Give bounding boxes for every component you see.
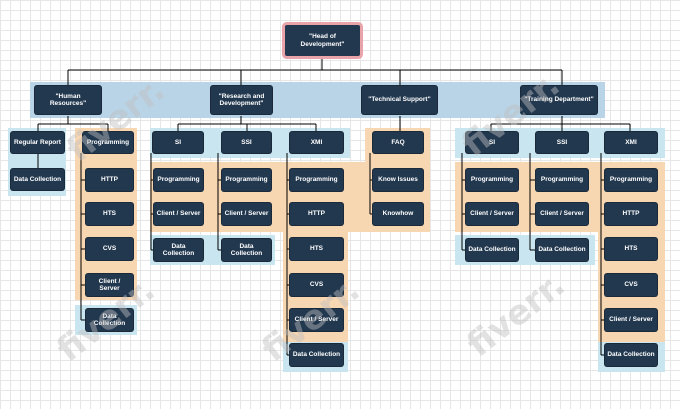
train-ssi-client-server-node[interactable]: Client / Server: [536, 203, 588, 225]
train-xmi-programming-node[interactable]: Programming: [605, 169, 657, 191]
rnd-si-node[interactable]: SI: [153, 132, 203, 153]
tech-knowhow-node[interactable]: Knowhow: [373, 203, 423, 225]
train-si-data-collection-node[interactable]: Data Collection: [466, 239, 518, 261]
rnd-si-programming-node[interactable]: Programming: [154, 169, 203, 191]
hr-cvs-node[interactable]: CVS: [86, 238, 133, 260]
tech-faq-node[interactable]: FAQ: [373, 132, 423, 153]
rnd-xmi-client-server-node[interactable]: Client / Server: [290, 309, 343, 331]
train-ssi-node[interactable]: SSI: [536, 132, 588, 153]
train-ssi-data-collection-node[interactable]: Data Collection: [536, 239, 588, 261]
hr-data-collection-left-node[interactable]: Data Collection: [11, 169, 64, 190]
rnd-ssi-node[interactable]: SSI: [222, 132, 271, 153]
train-xmi-hts-node[interactable]: HTS: [605, 238, 657, 260]
train-si-client-server-node[interactable]: Client / Server: [466, 203, 518, 225]
hr-hts-node[interactable]: HTS: [86, 203, 133, 225]
rnd-si-data-collection-node[interactable]: Data Collection: [154, 239, 203, 261]
rnd-xmi-http-node[interactable]: HTTP: [290, 203, 343, 225]
hr-regular-report-node[interactable]: Regular Report: [11, 132, 64, 153]
train-xmi-client-server-node[interactable]: Client / Server: [605, 309, 657, 331]
rnd-xmi-node[interactable]: XMI: [290, 132, 343, 153]
rnd-xmi-programming-node[interactable]: Programming: [290, 169, 343, 191]
human-resources-node[interactable]: "Human Resources": [35, 86, 101, 114]
train-xmi-http-node[interactable]: HTTP: [605, 203, 657, 225]
tech-know-issues-node[interactable]: Know Issues: [373, 169, 423, 191]
rnd-ssi-client-server-node[interactable]: Client / Server: [222, 203, 271, 225]
hr-http-node[interactable]: HTTP: [86, 169, 133, 191]
train-si-node[interactable]: SI: [466, 132, 518, 153]
rnd-xmi-hts-node[interactable]: HTS: [290, 238, 343, 260]
train-ssi-programming-node[interactable]: Programming: [536, 169, 588, 191]
research-and-development-node[interactable]: "Research and Development": [211, 86, 272, 114]
head-of-development-node[interactable]: "Head of Development": [285, 25, 360, 56]
technical-support-node[interactable]: "Technical Support": [362, 86, 437, 114]
train-xmi-cvs-node[interactable]: CVS: [605, 274, 657, 296]
hr-client-server-node[interactable]: Client / Server: [86, 274, 133, 296]
rnd-ssi-data-collection-node[interactable]: Data Collection: [222, 239, 271, 261]
train-si-programming-node[interactable]: Programming: [466, 169, 518, 191]
watermark: fiverr.: [459, 264, 573, 366]
rnd-xmi-data-collection-node[interactable]: Data Collection: [290, 344, 343, 366]
rnd-si-client-server-node[interactable]: Client / Server: [154, 203, 203, 225]
train-xmi-node[interactable]: XMI: [605, 132, 657, 153]
department-band: [30, 82, 605, 118]
hr-data-collection-node[interactable]: Data Collection: [86, 309, 133, 331]
rnd-ssi-programming-node[interactable]: Programming: [222, 169, 271, 191]
rnd-xmi-cvs-node[interactable]: CVS: [290, 274, 343, 296]
hr-programming-node[interactable]: Programming: [83, 132, 133, 153]
train-xmi-data-collection-node[interactable]: Data Collection: [605, 344, 657, 366]
training-department-node[interactable]: "Training Department": [521, 86, 597, 114]
